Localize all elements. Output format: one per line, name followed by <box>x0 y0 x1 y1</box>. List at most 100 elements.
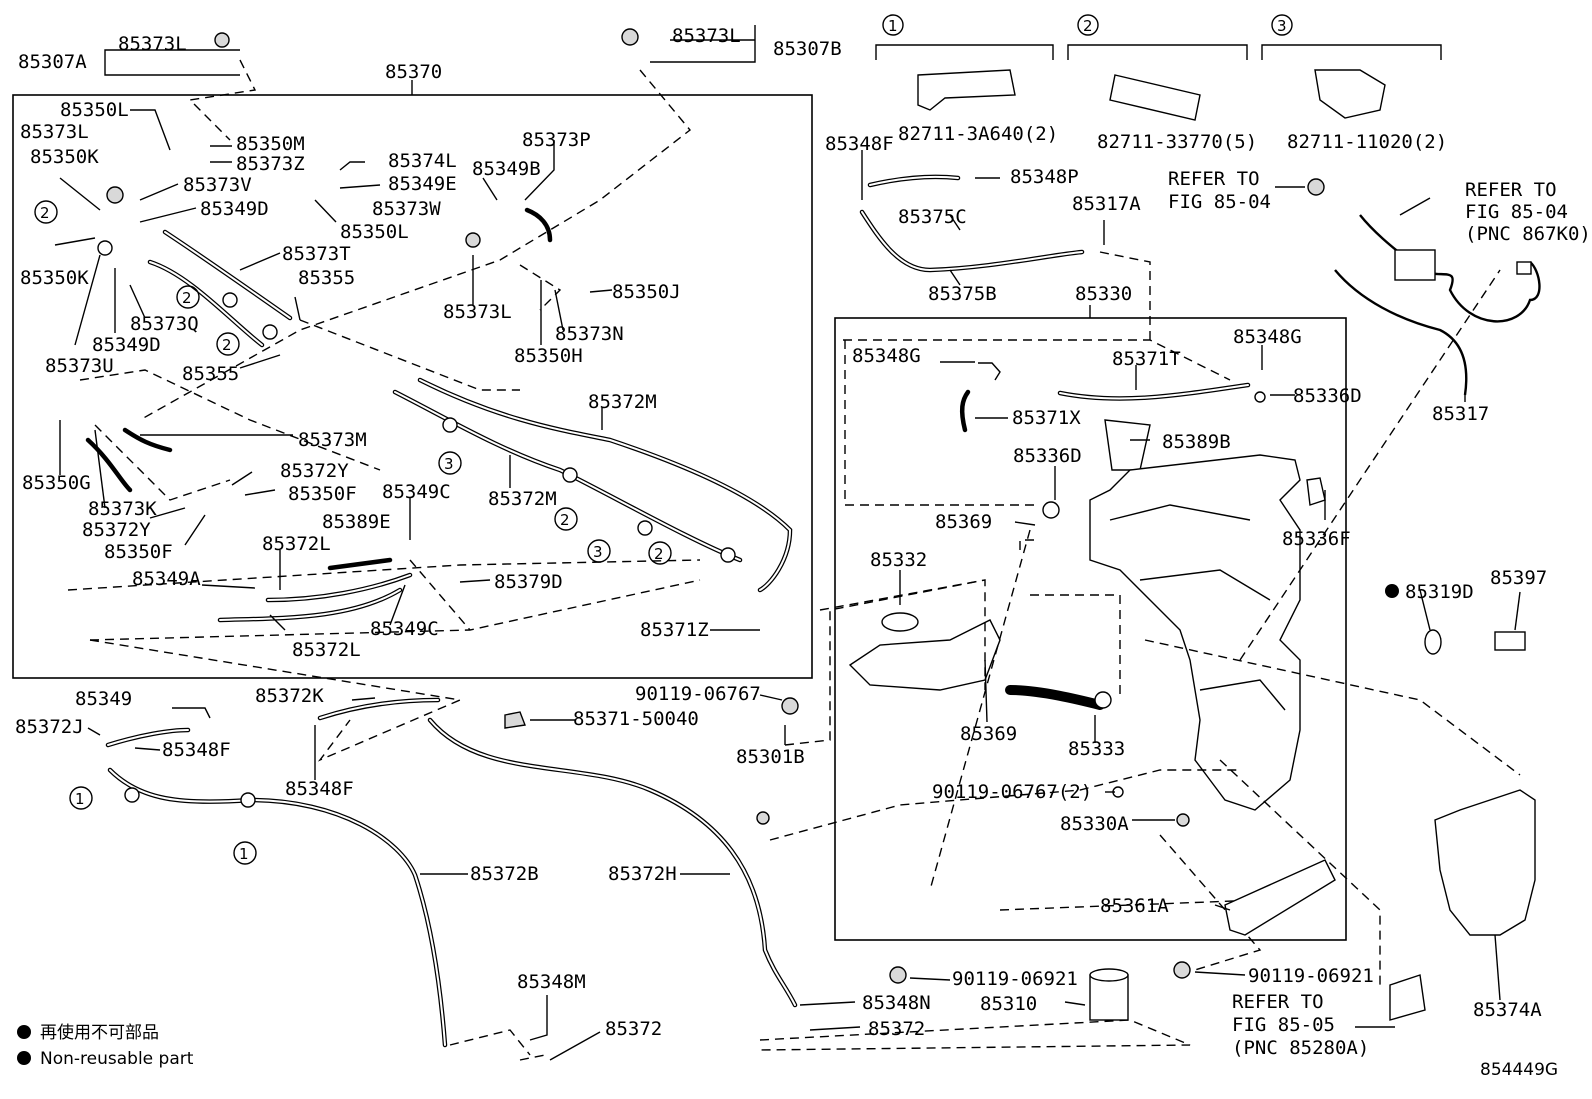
clip-2-e <box>720 547 736 563</box>
part-label: 90119-06767 <box>635 683 761 705</box>
part-label: 85307A <box>18 51 87 73</box>
part-label: 85348G <box>1233 326 1302 348</box>
part-label: 85397 <box>1490 567 1547 589</box>
group-2-part: 82711-33770(5) <box>1097 131 1257 153</box>
part-label: 85372M <box>488 488 557 510</box>
part-label: 85336F <box>1282 528 1351 550</box>
part-label: 85373T <box>282 243 351 265</box>
part-label: 85349D <box>92 334 161 356</box>
part-label: 90119-06921 <box>952 968 1078 990</box>
part-label: 85374L <box>388 150 457 172</box>
part-label: 85372L <box>292 639 361 661</box>
refer-note-line: FIG 85-05 <box>1232 1014 1335 1036</box>
group-3-bracket <box>1261 44 1442 60</box>
part-label: 85350H <box>514 345 583 367</box>
part-label: 85317A <box>1072 193 1141 215</box>
svg-text:1: 1 <box>75 790 85 808</box>
part-label: 85349B <box>472 158 541 180</box>
group-1-number: 1 <box>888 17 898 35</box>
part-label: 85371X <box>1012 407 1081 429</box>
refer-note-line: FIG 85-04 <box>1168 191 1271 213</box>
part-label: 85369 <box>935 511 992 533</box>
group-2-number: 2 <box>1083 17 1093 35</box>
part-label: 85373V <box>183 174 252 196</box>
part-label: 85389E <box>322 511 391 533</box>
reservoir-85374a-drawing <box>1434 789 1536 936</box>
clip-82711-33770-drawing <box>1109 74 1201 121</box>
part-label: 85301B <box>736 746 805 768</box>
refer-note-line: REFER TO <box>1168 168 1260 190</box>
clip-2-a <box>97 240 113 256</box>
part-label: 85374A <box>1473 999 1542 1021</box>
part-label: 85369 <box>960 723 1017 745</box>
part-label: 85349C <box>382 481 451 503</box>
refer-note-line: REFER TO <box>1465 179 1557 201</box>
part-label: 85361A <box>1100 895 1169 917</box>
grommet-85373l-b <box>465 232 481 248</box>
group-2-marker <box>1077 14 1099 36</box>
bolt-90119-06921-right <box>1173 961 1191 979</box>
part-label: 85310 <box>980 993 1037 1015</box>
svg-text:3: 3 <box>593 543 603 561</box>
cap-85332-drawing <box>881 612 919 632</box>
part-label: 85372Y <box>280 460 349 482</box>
svg-text:3: 3 <box>444 455 454 473</box>
clip-2-b <box>222 292 238 308</box>
clip-2-c <box>262 324 278 340</box>
group-2-bracket <box>1067 44 1248 60</box>
part-label: 85375C <box>898 206 967 228</box>
clip-3-b <box>637 520 653 536</box>
marker-1: 1 <box>233 841 257 865</box>
washer-jar-85330-drawing <box>1089 454 1301 811</box>
marker-2: 2 <box>34 200 58 224</box>
marker-2: 2 <box>216 332 240 356</box>
part-label: 85349 <box>75 688 132 710</box>
part-label: 85379D <box>494 571 563 593</box>
part-label: 85373Q <box>130 313 199 335</box>
group-3-part: 82711-11020(2) <box>1287 131 1447 153</box>
part-label: 85389B <box>1162 431 1231 453</box>
group-3-number: 3 <box>1277 17 1287 35</box>
part-label: 85373L <box>20 121 89 143</box>
part-label: 85372 <box>605 1018 662 1040</box>
part-label: 85372M <box>588 391 657 413</box>
part-label: 85319D <box>1405 581 1474 603</box>
svg-text:2: 2 <box>560 511 570 529</box>
part-label: 85348F <box>162 739 231 761</box>
part-label: 85350M <box>236 133 305 155</box>
part-label: 85372B <box>470 863 539 885</box>
part-label: 85372 <box>868 1018 925 1040</box>
part-label: 85373L <box>118 33 187 55</box>
part-label: 85373W <box>372 198 441 220</box>
part-label: 85348N <box>862 992 931 1014</box>
part-label: 85350L <box>60 99 129 121</box>
marker-3: 3 <box>587 539 611 563</box>
part-label: 85350F <box>288 483 357 505</box>
marker-3: 3 <box>438 451 462 475</box>
part-label: 90119-06767(2) <box>932 781 1092 803</box>
motor-85397-drawing <box>1494 631 1526 651</box>
svg-text:2: 2 <box>222 336 232 354</box>
part-label: 85373M <box>298 429 367 451</box>
grommet-85373l-top <box>214 32 230 48</box>
part-label: 85350J <box>612 281 681 303</box>
part-label: 85355 <box>298 267 355 289</box>
part-label: 85350F <box>104 541 173 563</box>
bolt-90119-06921-left <box>889 966 907 984</box>
svg-text:1: 1 <box>239 845 249 863</box>
group-1-marker <box>882 14 904 36</box>
part-label: 85330A <box>1060 813 1129 835</box>
part-label: 85349E <box>388 173 457 195</box>
part-label: 85350L <box>340 221 409 243</box>
part-label: 85371T <box>1112 348 1181 370</box>
refer-note-line: FIG 85-04 <box>1465 201 1568 223</box>
part-label: 85373K <box>88 498 157 520</box>
part-label: 85348G <box>852 345 921 367</box>
part-label: 85373Z <box>236 153 305 175</box>
part-label: 85372K <box>255 685 324 707</box>
marker-2: 2 <box>648 541 672 565</box>
marker-2: 2 <box>554 507 578 531</box>
part-label: 85349C <box>370 618 439 640</box>
legend-bullet <box>17 1051 31 1065</box>
